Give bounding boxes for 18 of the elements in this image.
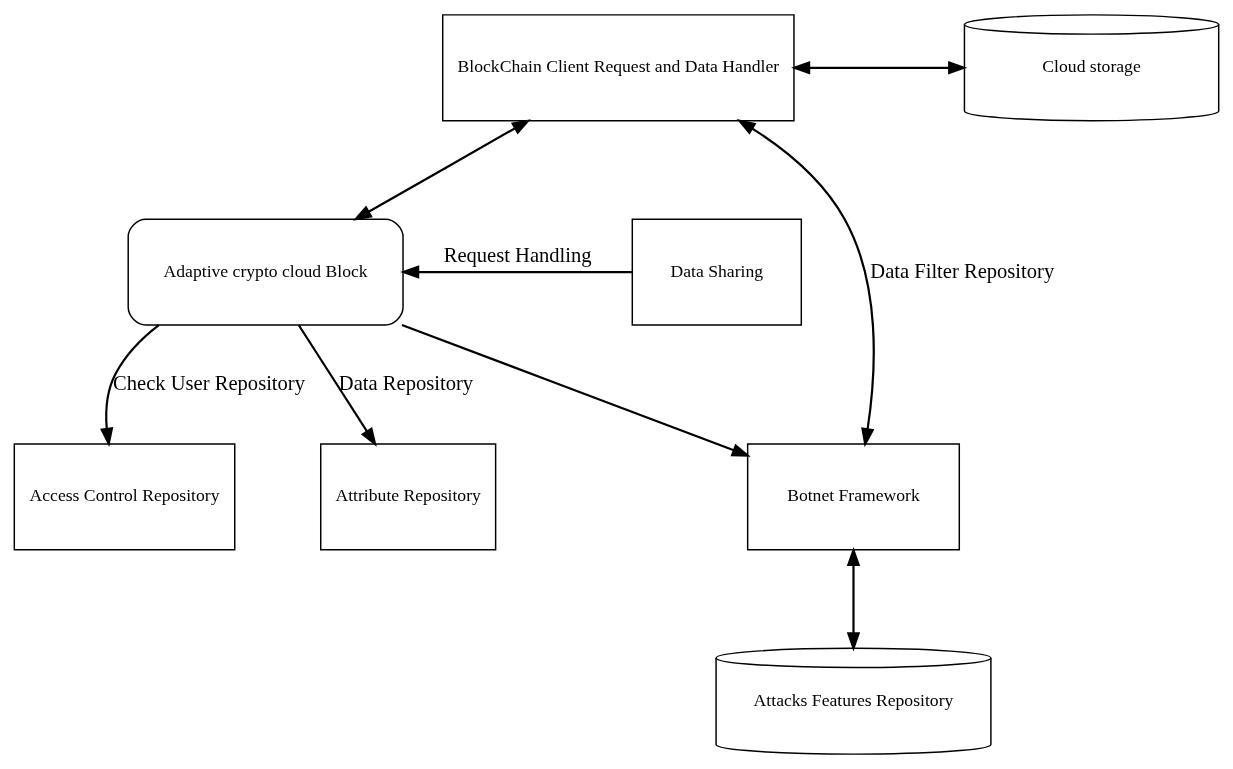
- arrow: [100, 324, 160, 447]
- edge-label: Data Filter Repository: [870, 259, 1055, 282]
- arrow: [352, 119, 531, 221]
- node-box: Access Control Repository: [13, 443, 236, 551]
- arrow: [400, 265, 633, 279]
- arrow: [846, 546, 861, 652]
- edge-label: Request Handling: [443, 244, 592, 267]
- arrow: [401, 324, 751, 457]
- node-box: Attribute Repository: [320, 443, 497, 551]
- arrow: [736, 119, 875, 448]
- node-box: Adaptive crypto cloud Block: [127, 218, 404, 326]
- node-box: BlockChain Client Request and Data Handler: [441, 14, 795, 122]
- node-box: Botnet Framework: [746, 443, 961, 551]
- node-box: Data Sharing: [631, 218, 803, 326]
- arrow: [791, 61, 968, 75]
- arrow: [297, 324, 377, 447]
- edge-label: Data Repository: [338, 371, 474, 394]
- edge-label: Check User Repository: [113, 371, 305, 394]
